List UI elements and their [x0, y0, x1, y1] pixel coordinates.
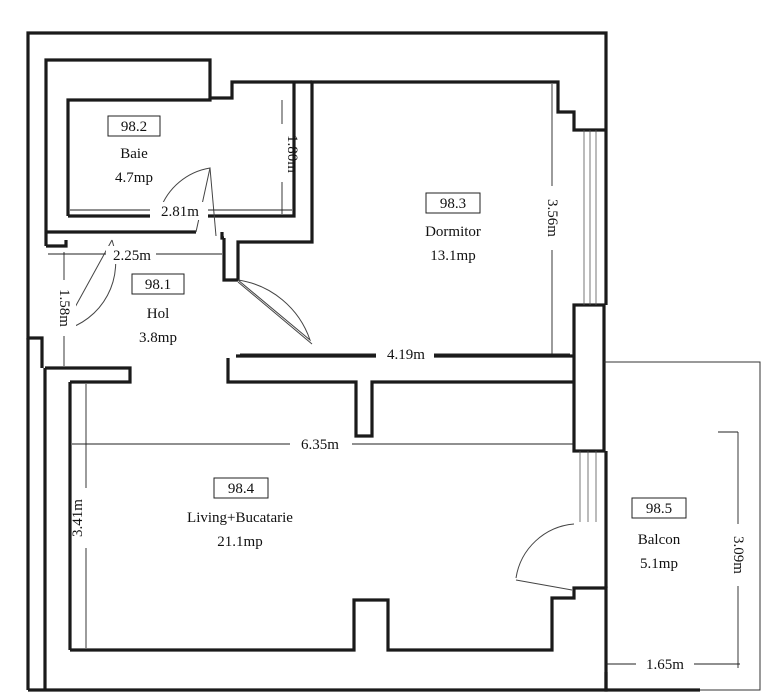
dimension-labels: 2.81m 1.80m 2.25m 1.58m 3.56m 4.19m 6.35… [56, 124, 748, 673]
dim-balcon-width: 1.65m [646, 657, 684, 673]
room-name: Hol [147, 306, 170, 322]
dim-baie-height: 1.80m [284, 135, 300, 173]
room-area: 21.1mp [217, 534, 262, 550]
room-code: 98.3 [440, 196, 466, 212]
middle-wall [226, 303, 606, 453]
room-area: 13.1mp [430, 248, 475, 264]
room-label-baie: 98.2 Baie 4.7mp [107, 115, 161, 186]
bathroom-walls [44, 58, 312, 248]
dim-dormitor-width: 4.19m [387, 347, 425, 363]
dim-hol-height: 1.58m [56, 289, 72, 327]
dim-balcon-height: 3.09m [730, 536, 746, 574]
room-label-living: 98.4 Living+Bucatarie 21.1mp [187, 477, 293, 550]
windows [579, 130, 608, 522]
dim-dormitor-height: 3.56m [544, 199, 560, 237]
room-area: 4.7mp [115, 170, 153, 186]
room-area: 3.8mp [139, 330, 177, 346]
room-label-dormitor: 98.3 Dormitor 13.1mp [425, 192, 481, 264]
room-label-balcon: 98.5 Balcon 5.1mp [631, 497, 687, 572]
room-code: 98.4 [228, 481, 255, 497]
room-name: Dormitor [425, 224, 481, 240]
room-name: Living+Bucatarie [187, 510, 293, 526]
room-code: 98.5 [646, 501, 672, 517]
dim-living-width: 6.35m [301, 437, 339, 453]
room-name: Baie [120, 146, 148, 162]
hall-walls [45, 238, 238, 384]
room-code: 98.1 [145, 277, 171, 293]
room-code: 98.2 [121, 119, 147, 135]
balcony-outline [604, 361, 761, 692]
dim-hol-width: 2.25m [113, 248, 151, 264]
room-name: Balcon [638, 532, 681, 548]
dim-baie-width: 2.81m [161, 204, 199, 220]
room-label-hol: 98.1 Hol 3.8mp [131, 273, 185, 346]
dim-living-height: 3.41m [70, 499, 86, 537]
room-area: 5.1mp [640, 556, 678, 572]
